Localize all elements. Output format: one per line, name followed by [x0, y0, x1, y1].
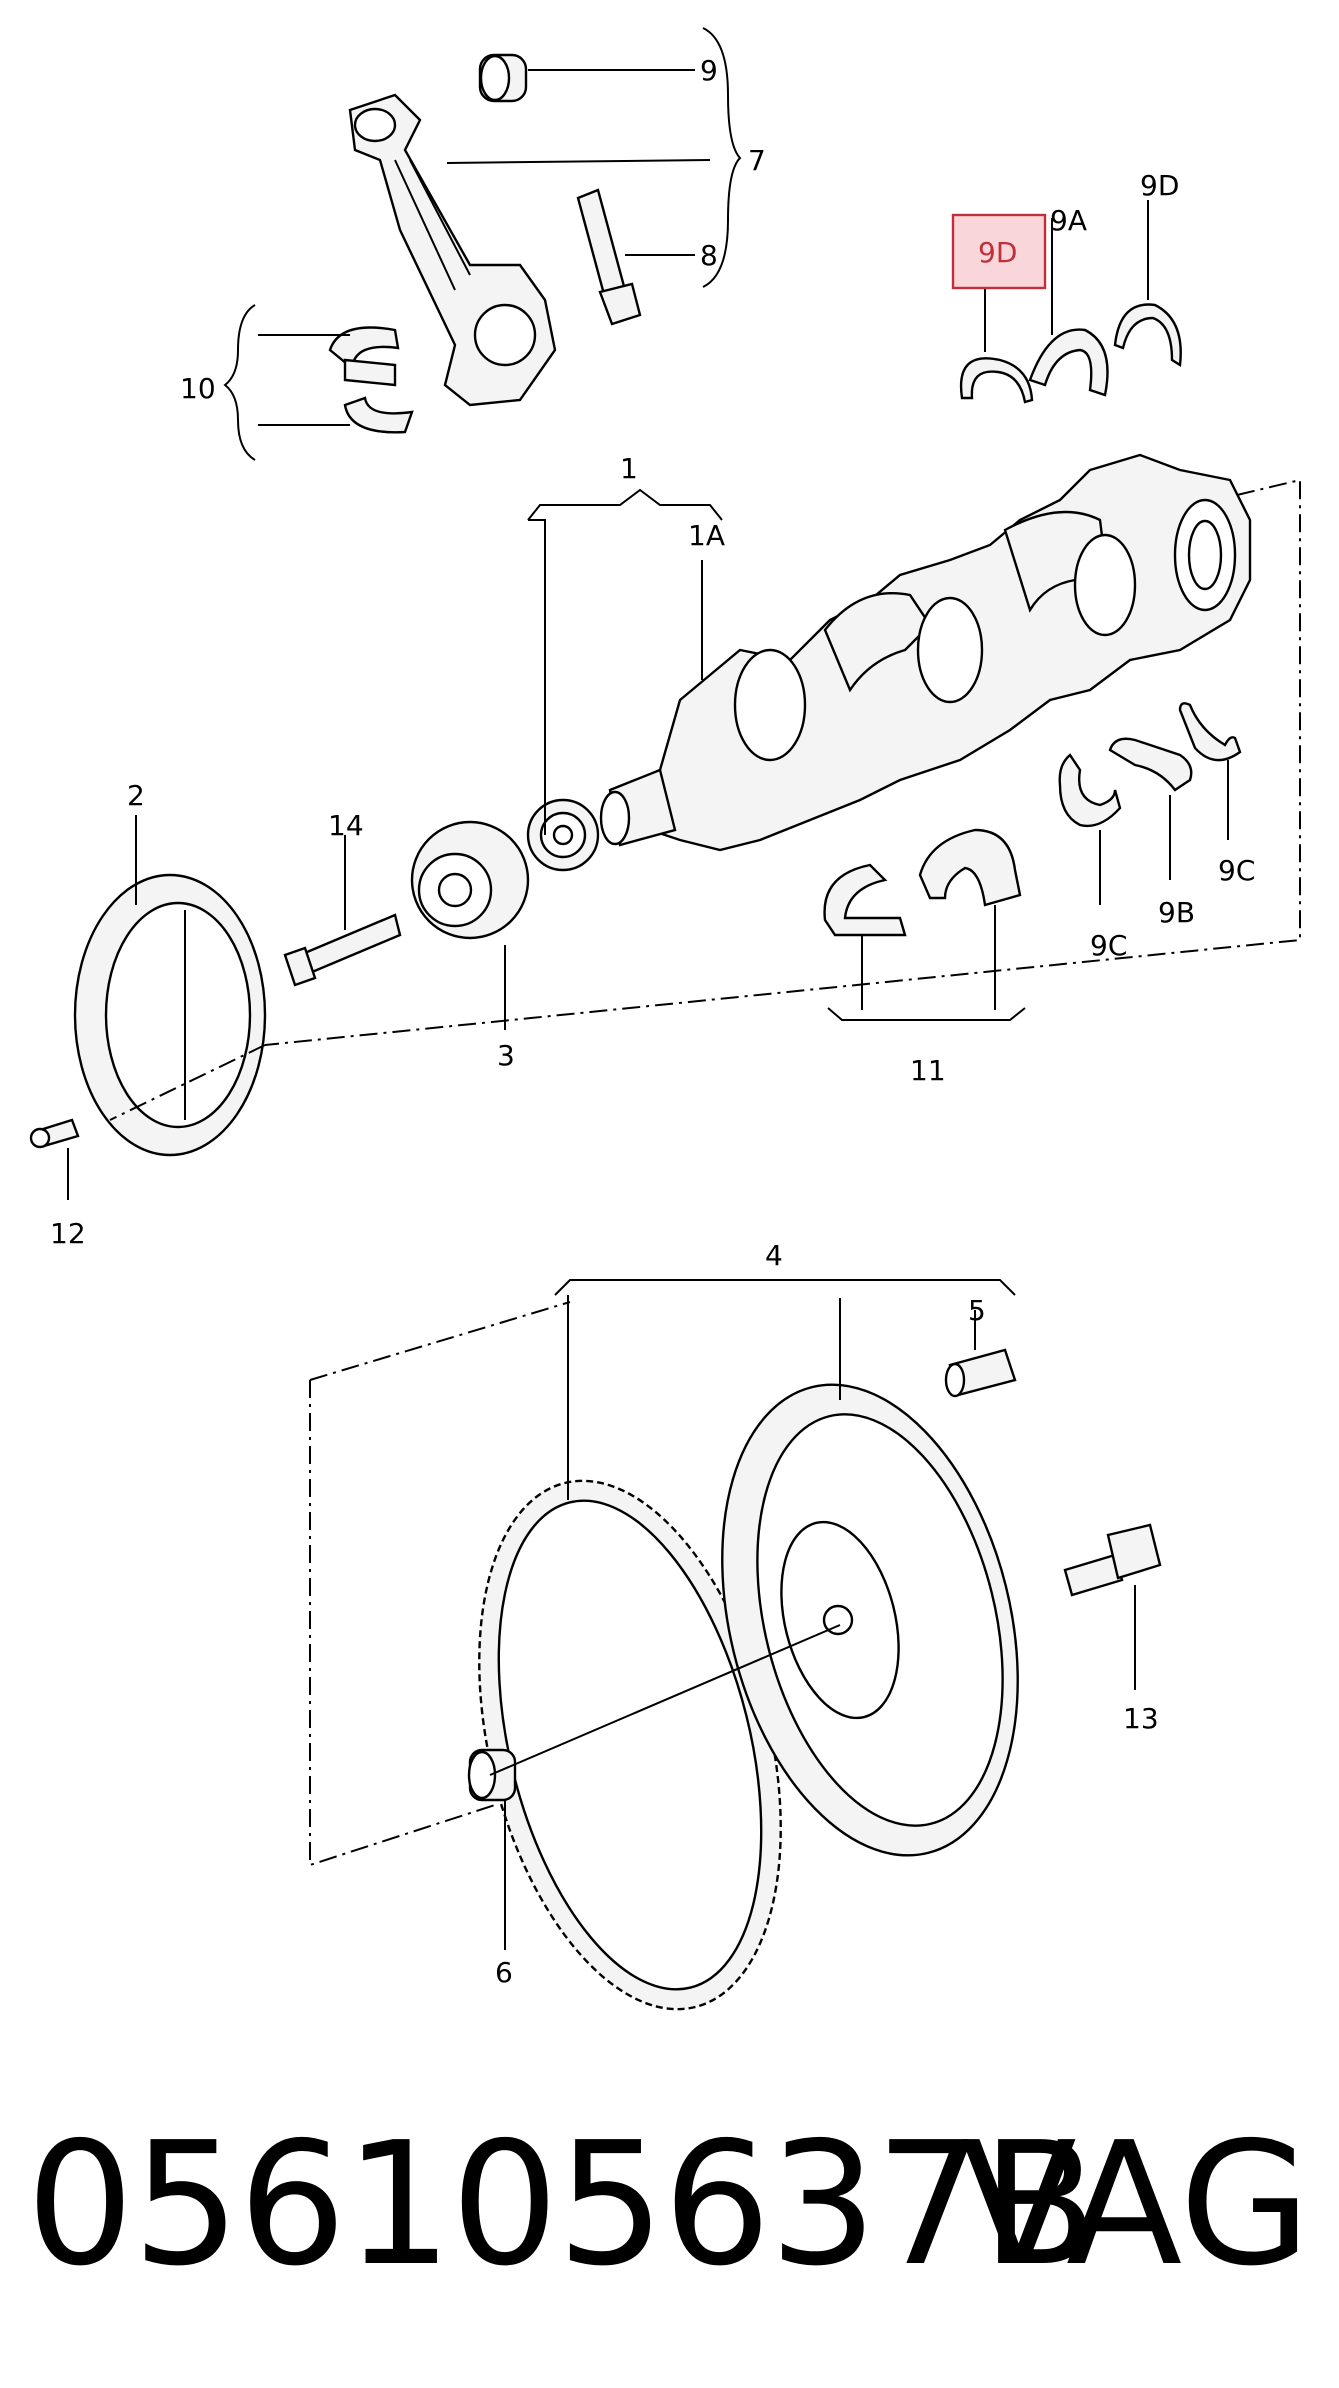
main-bearings — [823, 702, 1242, 1021]
callout-9: 9 — [700, 54, 718, 87]
callout-3: 3 — [497, 1039, 515, 1072]
crank-sprocket — [526, 798, 600, 872]
callout-9d-top: 9D — [1140, 169, 1179, 202]
callout-10: 10 — [180, 372, 216, 405]
callout-9b: 9B — [1158, 896, 1195, 929]
pulley-bolt — [283, 835, 402, 987]
callout-9c-a: 9C — [1090, 929, 1127, 962]
callout-9c-b: 9C — [1218, 854, 1255, 887]
callout-13: 13 — [1123, 1702, 1159, 1735]
part-number: 056105637B — [26, 2106, 1098, 2304]
brand-name: VAG — [960, 2106, 1311, 2304]
ring-gear — [478, 1479, 782, 2011]
callout-9a: 9A — [1050, 204, 1087, 237]
callout-4: 4 — [765, 1239, 783, 1272]
crankshaft — [526, 453, 1252, 872]
callout-7: 7 — [748, 144, 766, 177]
rod-bolt — [576, 188, 642, 326]
callout-2: 2 — [127, 779, 145, 812]
connecting-rod — [348, 93, 557, 407]
flywheel-assembly — [467, 1279, 1162, 2011]
crank-pulley — [73, 815, 267, 1157]
callout-1: 1 — [620, 452, 638, 485]
flywheel — [721, 1383, 1019, 1857]
highlight-box — [951, 213, 1047, 290]
flywheel-bolt — [1063, 1523, 1162, 1597]
pulley-screw — [29, 1118, 80, 1200]
callout-6: 6 — [495, 1956, 513, 1989]
callout-labels: 9 7 8 10 9D 9A 9D 1 1A 2 14 3 9C 9B 9C 1… — [50, 54, 1255, 1989]
callout-14: 14 — [328, 809, 364, 842]
timing-gear — [410, 820, 530, 1030]
callout-5: 5 — [968, 1294, 986, 1327]
callout-9d-highlight: 9D — [978, 236, 1017, 269]
connecting-rod-group — [223, 27, 742, 461]
thrust-bearing-group-top — [959, 200, 1182, 404]
callout-11: 11 — [910, 1054, 946, 1087]
parts-diagram: 9 7 8 10 9D 9A 9D 1 1A 2 14 3 9C 9B 9C 1… — [29, 27, 1301, 2011]
dowel-pin — [944, 1348, 1017, 1398]
callout-12: 12 — [50, 1217, 86, 1250]
callout-1a: 1A — [688, 519, 725, 552]
rod-bearing-shells — [328, 326, 414, 434]
callout-8: 8 — [700, 239, 718, 272]
small-end-bushing — [478, 53, 528, 103]
